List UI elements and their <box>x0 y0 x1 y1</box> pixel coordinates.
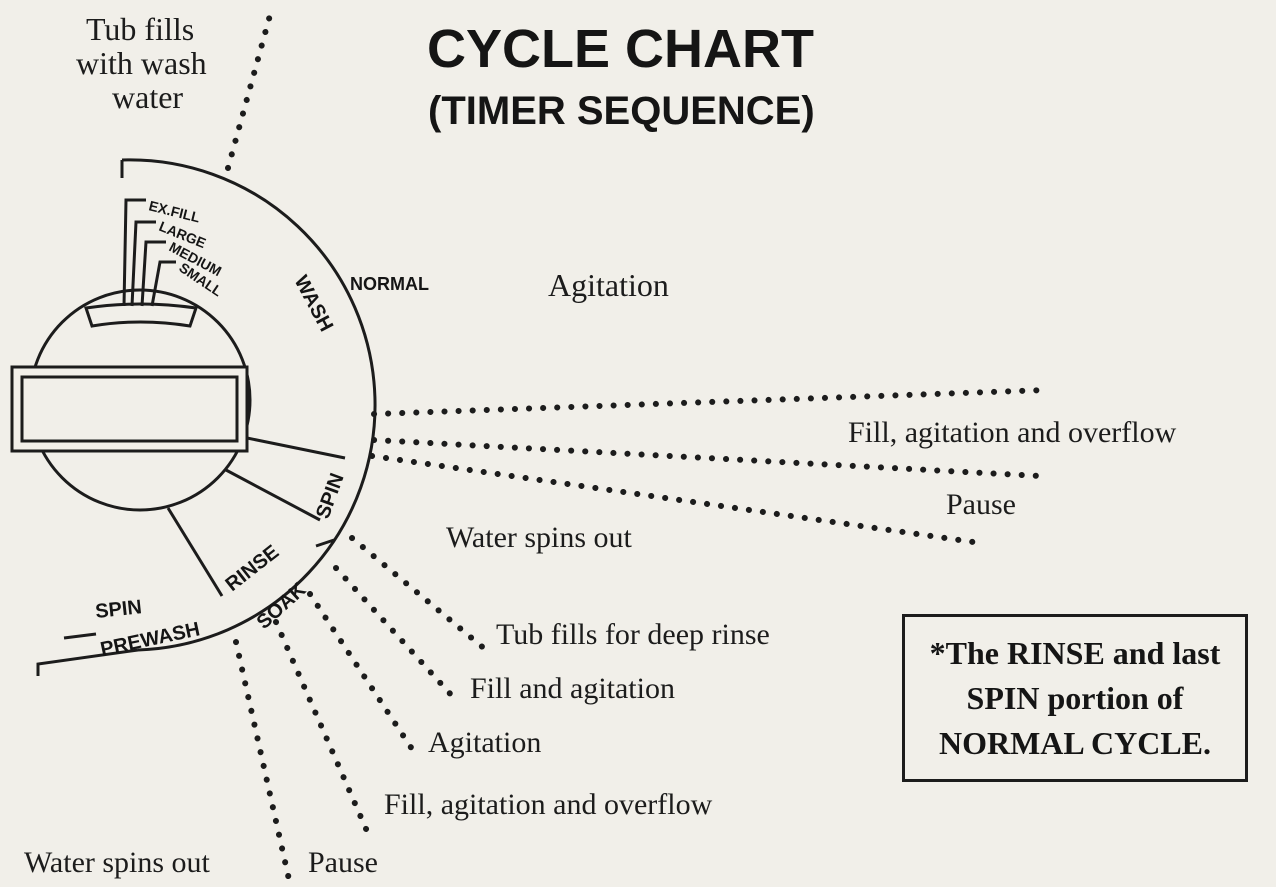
tub-fills-label-line2: with wash <box>76 45 207 81</box>
leader-pause-bottom <box>233 639 293 887</box>
fill-level-line-small <box>150 260 176 307</box>
leader-tub-fills-deep-rinse <box>349 535 489 653</box>
fill-level-line-medium <box>140 240 166 307</box>
leader-fill-agitation-overflow <box>371 387 1049 417</box>
dial-divider-rinse-spin <box>166 507 224 597</box>
segment-soak: SOAK <box>253 578 311 633</box>
chart-subtitle: (TIMER SEQUENCE) <box>428 89 815 133</box>
leader-agitation-lower <box>307 591 417 755</box>
dial-divider-wash-spin <box>246 436 346 460</box>
segment-prewash: PREWASH <box>98 618 201 661</box>
leader-tub-fills <box>225 5 275 171</box>
label-tub-fills-deep-rinse: Tub fills for deep rinse <box>496 618 770 651</box>
label-agitation-lower: Agitation <box>428 726 541 759</box>
dial-pointer-window <box>10 365 249 453</box>
tub-fills-label-line1: Tub fills <box>86 11 194 47</box>
leader-fill-and-agitation <box>333 565 457 701</box>
dial-pointer-window-inner <box>20 375 239 443</box>
label-fill-agitation-overflow-right: Fill, agitation and overflow <box>848 416 1177 449</box>
leader-pause <box>371 437 1043 479</box>
segment-wash: WASH <box>290 272 338 335</box>
fill-level-line-exfill <box>122 198 146 307</box>
note-line2: SPIN portion of <box>966 679 1184 716</box>
normal-marker: NORMAL <box>350 274 429 294</box>
label-fill-and-agitation: Fill and agitation <box>470 672 675 705</box>
dial-arc-end <box>36 648 139 676</box>
segment-rinse: RINSE <box>222 541 284 596</box>
segment-spin-upper: SPIN <box>312 470 349 521</box>
dotted-leaders <box>225 5 1049 887</box>
note-line1: *The RINSE and last <box>929 634 1221 671</box>
dial-knob-notch <box>84 302 198 328</box>
label-water-spins-out-mid: Water spins out <box>446 521 633 554</box>
chart-title: CYCLE CHART <box>427 19 814 79</box>
dial-divider-rinse-soak <box>315 538 335 548</box>
tub-fills-label-line3: water <box>112 79 183 115</box>
timer-dial <box>10 158 377 676</box>
dial-divider-prewash <box>63 632 97 640</box>
fill-level-line-large <box>130 220 156 307</box>
label-pause-right: Pause <box>946 488 1016 521</box>
label-pause-bottom: Pause <box>308 846 378 879</box>
dial-divider-spin-rinse <box>225 468 321 522</box>
normal-cycle-note: *The RINSE and last SPIN portion of NORM… <box>902 614 1248 782</box>
label-fill-agitation-overflow-lower: Fill, agitation and overflow <box>384 788 713 821</box>
segment-spin-lower: SPIN <box>94 596 143 623</box>
dial-outer-arc <box>121 158 377 652</box>
note-line3: NORMAL CYCLE. <box>938 724 1211 761</box>
label-agitation-top: Agitation <box>548 267 669 303</box>
label-water-spins-out-bottom: Water spins out <box>24 846 211 879</box>
leader-fill-agitation-overflow-lower <box>273 619 373 841</box>
